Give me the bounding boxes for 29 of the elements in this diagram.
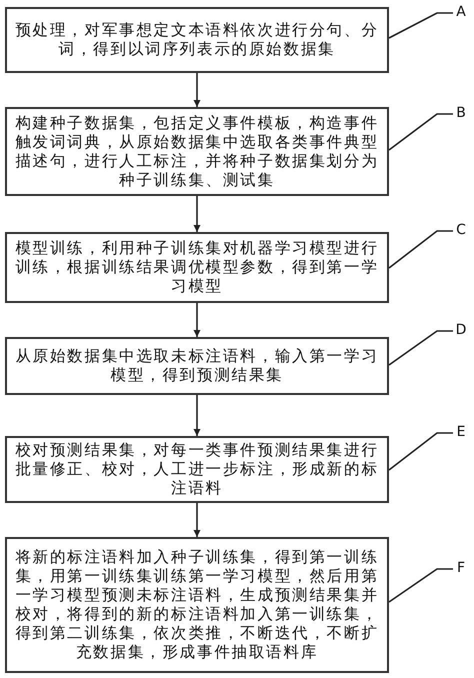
- leader-line: [388, 330, 453, 366]
- step-text: 模型训练，利用种子训练集对机器学习模型进行训练，根据训练结果调优模型参数，得到第一学习模型: [14, 239, 380, 296]
- leader-line: [388, 230, 453, 269]
- arrow: [194, 503, 200, 537]
- leader-line: [388, 568, 453, 603]
- process-box: [5, 7, 389, 73]
- callout-letter: B: [453, 105, 469, 121]
- arrow: [194, 303, 200, 337]
- process-box: [5, 436, 389, 503]
- callout-letter: C: [453, 222, 469, 238]
- leader-line: [388, 113, 453, 151]
- step-text: 校对预测结果集，对每一类事件预测结果集进行批量修正、校对，人工进一步标注，形成新的标注语料: [14, 441, 380, 498]
- leader-line: [388, 432, 453, 471]
- step-text: 预处理，对军事想定文本语料依次进行分句、分词，得到以词序列表示的原始数据集: [14, 21, 380, 59]
- callout-letter: F: [453, 560, 469, 576]
- process-box: [5, 232, 389, 303]
- arrow: [194, 395, 200, 436]
- arrow: [194, 196, 200, 232]
- arrow: [194, 73, 200, 107]
- leader-line: [388, 12, 453, 39]
- step-text: 从原始数据集中选取未标注语料，输入第一学习模型，得到预测结果集: [14, 347, 380, 385]
- process-box: [5, 537, 389, 673]
- step-text: 将新的标注语料加入种子训练集，得到第一训练集，用第一训练集训练第一学习模型，然后用第一学习模型预测未标注语料，生成预测结果集并校对，将得到的新的标注语料加入第一训练集，得到第二训练集，依次类推，不断迭代，不断扩充数据集，形成事件抽取语料库: [14, 548, 380, 662]
- callout-letter: E: [453, 424, 469, 440]
- step-text: 构建种子数据集，包括定义事件模板，构造事件触发词词典，从原始数据集中选取各类事件典型描述句，进行人工标注，并将种子数据集划分为种子训练集、测试集: [14, 114, 380, 190]
- process-box: [5, 107, 389, 196]
- callout-letter: D: [453, 322, 469, 338]
- process-box: [5, 337, 389, 395]
- callout-letter: A: [453, 4, 469, 20]
